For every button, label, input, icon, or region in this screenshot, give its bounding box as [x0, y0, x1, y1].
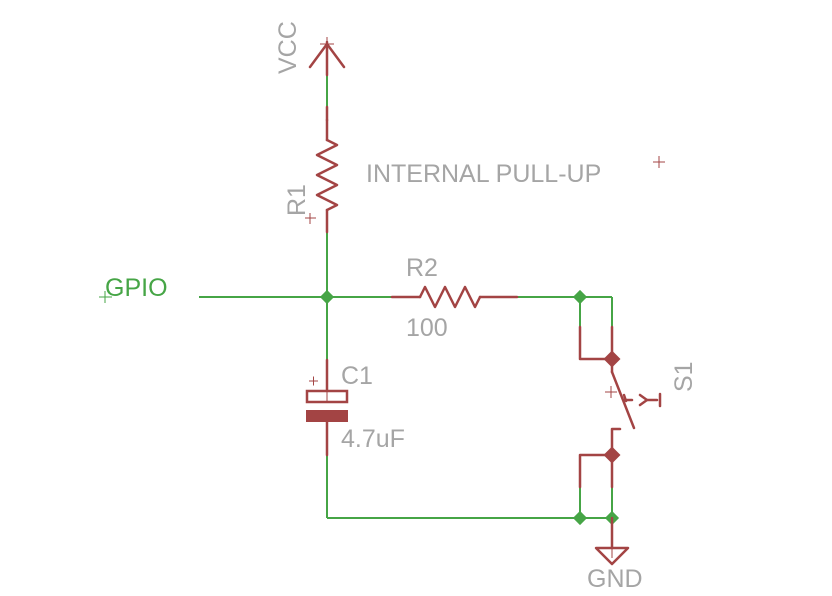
vcc-label: VCC: [274, 21, 302, 74]
gpio-net-label[interactable]: GPIO: [105, 274, 168, 302]
junctions: [319, 289, 620, 526]
c1-value: 4.7uF: [341, 425, 405, 453]
junction-dot: [572, 289, 588, 305]
r2-value: 100: [406, 314, 448, 342]
r2-name: R2: [406, 254, 438, 282]
vcc-symbol[interactable]: [308, 37, 346, 122]
r1-value: INTERNAL PULL-UP: [366, 160, 601, 188]
junction-dot: [572, 510, 588, 526]
resistor-r2[interactable]: [390, 285, 519, 309]
capacitor-c1[interactable]: [305, 358, 349, 457]
gnd-symbol[interactable]: [594, 516, 630, 566]
switch-s1[interactable]: [578, 325, 662, 489]
gpio-origin-marker: [99, 291, 112, 303]
gnd-label: GND: [587, 565, 643, 593]
junction-dot: [319, 289, 335, 305]
c1-name: C1: [341, 362, 373, 390]
s1-name: S1: [670, 361, 698, 392]
r1-name: R1: [283, 184, 311, 216]
r1-value-origin-marker: [653, 156, 665, 168]
resistor-r1[interactable]: [305, 118, 339, 234]
